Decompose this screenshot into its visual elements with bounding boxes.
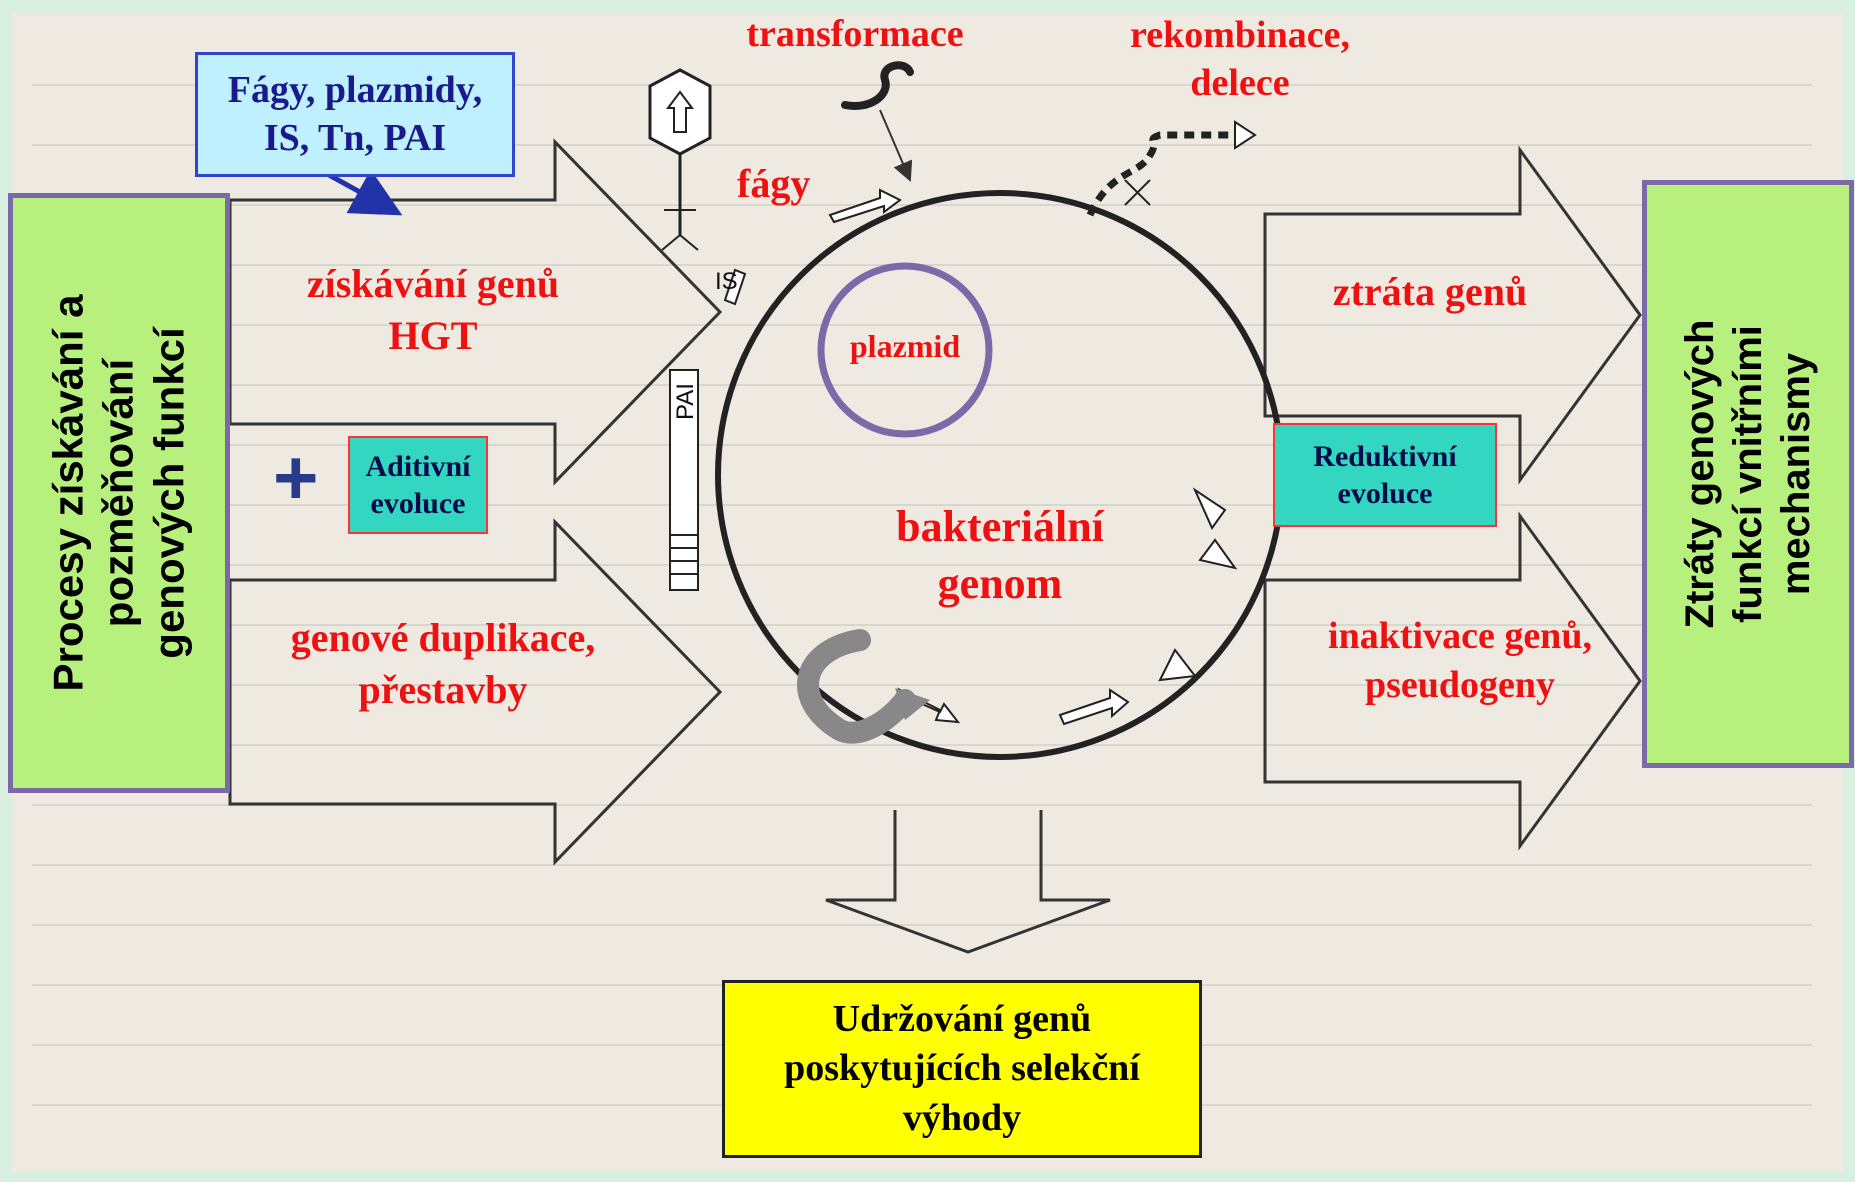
label-ztrata: ztráta genů bbox=[1332, 269, 1528, 314]
label-transformace: transformace bbox=[746, 13, 964, 55]
bg-text-line bbox=[32, 384, 1812, 386]
label-inaktivace: inaktivace genů, pseudogeny bbox=[1328, 615, 1592, 707]
selection-maintenance-box: Udržování genů poskytujících selekční vý… bbox=[722, 980, 1202, 1158]
pai-region bbox=[669, 369, 699, 591]
plus-sign: + bbox=[273, 433, 319, 521]
bg-text-line bbox=[32, 684, 1812, 686]
right-top-block-arrow bbox=[1263, 145, 1642, 485]
label-plazmid: plazmid bbox=[849, 328, 961, 364]
right-box-text: Ztráty genových funkcí vnitřními mechani… bbox=[1678, 319, 1818, 629]
rearrangement-arrow bbox=[797, 629, 916, 744]
mobile-elements-note: Fágy, plazmidy, IS, Tn, PAI bbox=[195, 52, 515, 177]
label-fagy: fágy bbox=[737, 161, 811, 206]
gene-arrow bbox=[828, 188, 902, 224]
is-element bbox=[723, 268, 747, 306]
bg-text-line bbox=[32, 84, 1812, 86]
recombination-loop bbox=[1086, 131, 1235, 217]
left-process-box: Procesy získávání a pozměňování genových… bbox=[8, 193, 230, 793]
left-bottom-block-arrow bbox=[228, 518, 723, 866]
right-bottom-block-arrow bbox=[1263, 511, 1642, 851]
label-pai: PAI bbox=[672, 383, 699, 420]
bg-text-line bbox=[32, 444, 1812, 446]
label-rekombinace: rekombinace, delece bbox=[1130, 14, 1350, 104]
bg-text-line bbox=[32, 924, 1812, 926]
bg-text-line bbox=[32, 144, 1812, 146]
gene-arrow bbox=[1158, 648, 1197, 682]
bg-text-line bbox=[32, 804, 1812, 806]
label-is: IS bbox=[715, 268, 738, 295]
bg-text-line bbox=[32, 324, 1812, 326]
gene-arrow bbox=[1058, 688, 1130, 726]
label-bakterialni-genom: bakteriální genom bbox=[896, 502, 1104, 609]
bg-text-line bbox=[32, 504, 1812, 506]
left-box-text: Procesy získávání a pozměňování genových… bbox=[44, 294, 193, 692]
label-ziskavani: získávání genů HGT bbox=[306, 261, 560, 358]
bg-text-line bbox=[32, 564, 1812, 566]
label-duplikace: genové duplikace, přestavby bbox=[290, 615, 596, 712]
aditivni-evoluce-box: Aditivní evoluce bbox=[348, 436, 488, 534]
plasmid-circle bbox=[817, 262, 993, 438]
gene-arrow bbox=[1192, 487, 1227, 530]
gene-arrow bbox=[1198, 538, 1238, 570]
right-loss-box: Ztráty genových funkcí vnitřními mechani… bbox=[1642, 180, 1854, 768]
down-block-arrow bbox=[825, 810, 1111, 954]
reduktivni-evoluce-box: Reduktivní evoluce bbox=[1273, 423, 1497, 527]
bg-text-line bbox=[32, 864, 1812, 866]
phage-icon bbox=[648, 68, 712, 156]
background-scan-page bbox=[12, 14, 1843, 1172]
bg-text-line bbox=[32, 624, 1812, 626]
left-top-block-arrow bbox=[228, 138, 723, 486]
transformation-dna-icon bbox=[841, 61, 914, 110]
